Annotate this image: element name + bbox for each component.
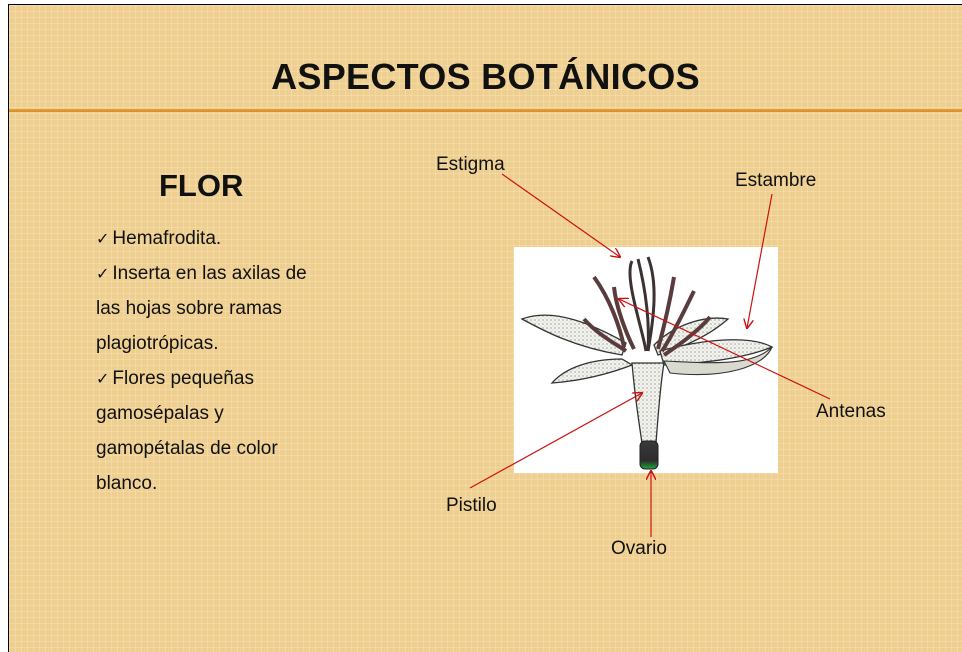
bullet-text: las hojas sobre ramas [96,298,282,319]
bullet-text: plagiotrópicas. [96,333,219,354]
anther [612,286,636,350]
anther [662,315,712,357]
slide-title: ASPECTOS BOTÁNICOS [271,56,700,97]
bullet-text: Hemafrodita. [112,228,222,249]
bullet-text: gamosépalas y [96,403,224,424]
list-item: gamosépalas y [96,396,416,431]
anther [582,317,628,353]
flower-illustration [514,247,778,473]
list-item: plagiotrópicas. [96,326,416,361]
bullet-text: gamopétalas de color [96,438,278,459]
bullet-text: Flores pequeñas [112,368,254,389]
bullet-text: blanco. [96,473,158,494]
list-item: las hojas sobre ramas [96,291,416,326]
label-ovario: Ovario [611,538,667,559]
anther [656,276,676,350]
petal [663,346,773,376]
bullet-text: Inserta en las axilas de [112,263,307,284]
style [646,256,656,352]
label-estigma: Estigma [436,154,505,175]
list-item: ✓Flores pequeñas [96,361,416,396]
checkmark-icon: ✓ [96,369,110,388]
arrow-estambre [747,193,773,328]
style [628,260,648,352]
checkmark-icon: ✓ [96,264,110,283]
checkmark-icon: ✓ [96,229,110,248]
petal [550,358,634,384]
label-pistilo: Pistilo [446,495,497,516]
ovary [639,440,659,470]
list-item: ✓Inserta en las axilas de [96,256,416,291]
label-antenas: Antenas [816,401,886,422]
flower-drawing [520,256,774,470]
arrow-estigma [501,173,620,257]
list-item: gamopétalas de color [96,431,416,466]
arrow-pistilo [469,393,642,489]
arrow-antenas [619,299,831,400]
anther [592,275,626,348]
bullet-list: ✓Hemafrodita. ✓Inserta en las axilas de … [96,221,416,501]
list-item: blanco. [96,466,416,501]
list-item: ✓Hemafrodita. [96,221,416,256]
section-heading: FLOR [159,168,244,203]
title-divider [9,109,962,112]
anther [660,290,696,353]
label-estambre: Estambre [735,170,817,191]
slide: ASPECTOS BOTÁNICOS FLOR ✓Hemafrodita. ✓I… [8,4,962,652]
callout-arrows [469,173,831,537]
